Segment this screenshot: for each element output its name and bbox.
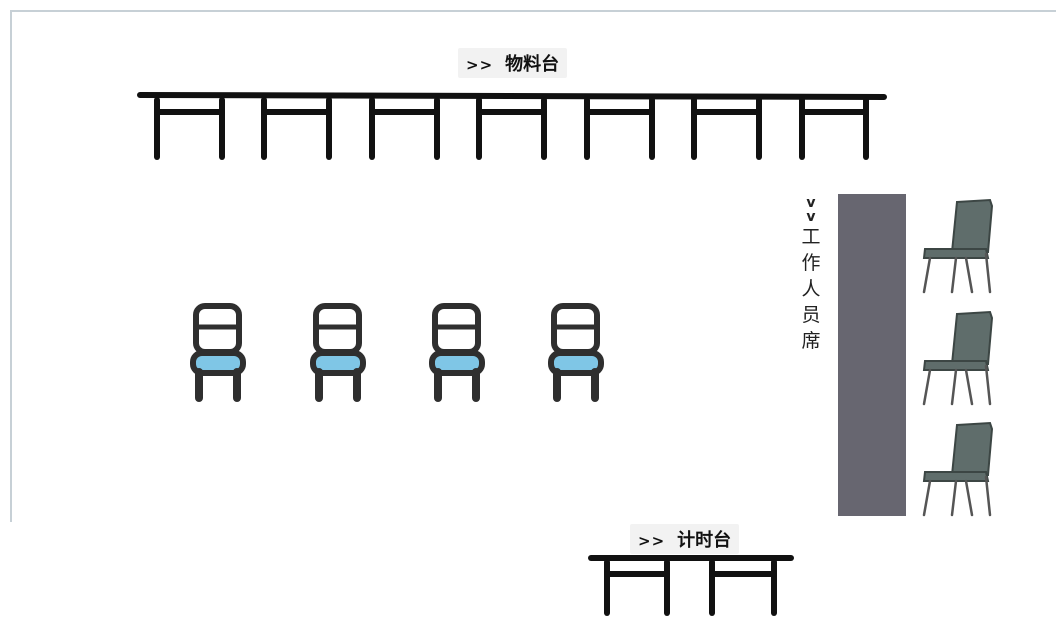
material-table xyxy=(137,92,887,160)
staff-seats-label: v v 工 作 人 员 席 xyxy=(799,196,823,354)
timer-table xyxy=(588,555,794,616)
table-icon xyxy=(476,97,547,160)
table-icon xyxy=(604,559,670,616)
staff-chair-icon xyxy=(922,310,994,406)
timer-station-title: 计时台 xyxy=(677,530,732,551)
contestant-chairs xyxy=(190,303,604,402)
table-icon xyxy=(584,97,655,160)
staff-seats-char-1: 工 xyxy=(801,226,821,248)
table-icon xyxy=(709,559,777,616)
staff-seats-char-5: 席 xyxy=(801,330,821,352)
staff-seats-char-4: 员 xyxy=(801,304,821,326)
chair-icon xyxy=(429,303,485,402)
room-border-top xyxy=(10,10,1056,12)
table-icon xyxy=(261,97,332,160)
staff-seats-arrow: v xyxy=(806,195,816,211)
table-icon xyxy=(154,97,225,160)
staff-seats-arrow-2: v xyxy=(806,209,816,225)
table-icon xyxy=(799,97,869,160)
staff-chair-icon xyxy=(922,198,994,294)
staff-chairs xyxy=(922,198,994,517)
staff-chair-icon xyxy=(922,421,994,517)
staff-desk xyxy=(838,194,906,516)
timer-station-arrow: >> xyxy=(638,532,666,550)
staff-seats-char-3: 人 xyxy=(801,278,821,300)
material-station-title: 物料台 xyxy=(505,54,560,75)
chair-icon xyxy=(190,303,246,402)
chair-icon xyxy=(548,303,604,402)
timer-station-label: >> 计时台 xyxy=(630,524,740,554)
material-station-arrow: >> xyxy=(466,56,494,74)
chair-icon xyxy=(310,303,366,402)
room-border-left xyxy=(10,10,12,522)
table-icon xyxy=(369,97,440,160)
material-table-top xyxy=(137,92,887,100)
table-icon xyxy=(691,97,762,160)
staff-seats-char-2: 作 xyxy=(801,252,821,274)
material-station-label: >> 物料台 xyxy=(458,48,568,78)
